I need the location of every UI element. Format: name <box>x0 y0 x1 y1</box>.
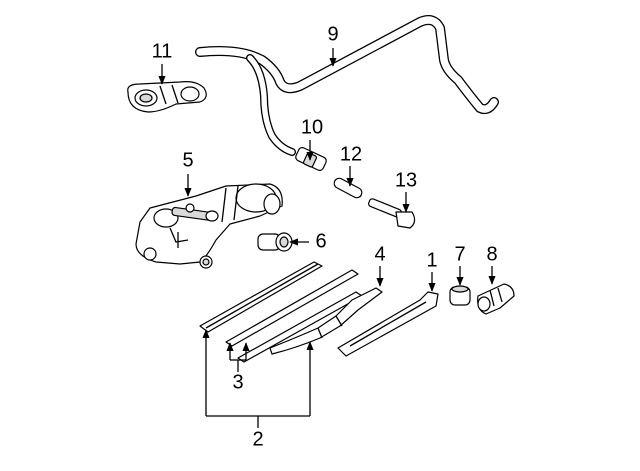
blade-refill-part <box>225 269 363 363</box>
check-valve-part <box>333 177 363 199</box>
callout-11: 11 <box>152 40 173 62</box>
callout-4: 4 <box>374 243 385 265</box>
hose-connector-part <box>295 147 327 171</box>
washer-nozzle-part <box>368 198 416 229</box>
callout-3: 3 <box>232 371 243 393</box>
callout-10: 10 <box>301 116 323 138</box>
blade-frame-part <box>269 287 383 355</box>
callout-13: 13 <box>395 169 417 191</box>
washer-hose-part <box>195 15 499 156</box>
callout-8: 8 <box>486 243 497 265</box>
nut-part <box>449 285 471 306</box>
callout-1: 1 <box>426 249 437 271</box>
callout-2-bracket <box>202 329 314 428</box>
callout-2: 2 <box>252 428 263 450</box>
callout-7: 7 <box>454 243 465 265</box>
callout-12: 12 <box>340 143 362 165</box>
callout-3-bracket <box>226 342 250 372</box>
callout-6: 6 <box>315 230 326 252</box>
cover-cap-part <box>477 283 515 315</box>
callout-9: 9 <box>327 23 338 45</box>
wiper-arm-part <box>337 291 439 357</box>
hose-grommet-part <box>127 81 207 113</box>
callout-5: 5 <box>182 149 193 171</box>
wiper-motor-part <box>135 183 283 269</box>
motor-bushing-part <box>257 232 293 252</box>
